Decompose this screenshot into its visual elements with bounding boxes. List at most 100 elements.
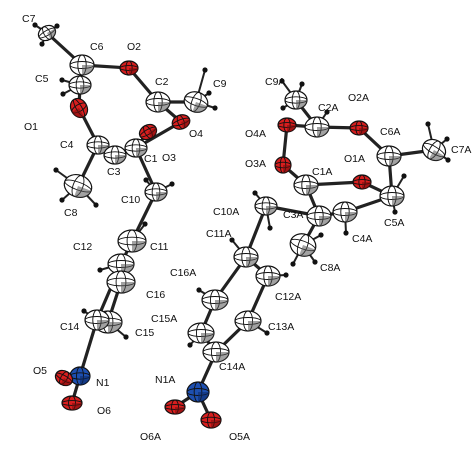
atom-O6A: [164, 399, 186, 415]
label-N1: N1: [96, 377, 110, 389]
hydrogen-atom: [81, 308, 87, 314]
label-C16: C16: [146, 289, 165, 301]
label-C15: C15: [135, 327, 154, 339]
label-C1: C1: [144, 153, 158, 165]
label-C12A: C12A: [275, 291, 301, 303]
label-O6A: O6A: [140, 431, 161, 443]
hydrogen-atom: [143, 177, 149, 183]
hydrogen-atom: [279, 78, 285, 84]
label-O2: O2: [127, 41, 141, 53]
label-C14: C14: [60, 321, 79, 333]
label-O2A: O2A: [348, 92, 369, 104]
label-O5: O5: [33, 365, 47, 377]
atom-C13A: [234, 310, 262, 332]
label-O3A: O3A: [245, 158, 266, 170]
hydrogen-atoms: [32, 22, 451, 348]
hydrogen-atom: [252, 190, 258, 196]
hydrogen-atom: [169, 181, 175, 187]
hydrogen-atom: [401, 173, 407, 179]
atom-C4A: [332, 201, 358, 223]
atom-O6: [61, 395, 83, 411]
atom-C14A: [202, 341, 230, 363]
hydrogen-atom: [39, 41, 45, 47]
label-C5: C5: [35, 73, 49, 85]
atom-O2A: [349, 120, 369, 136]
hydrogen-atom: [425, 121, 431, 127]
hydrogen-atom: [444, 136, 450, 142]
label-C6: C6: [90, 41, 104, 53]
hydrogen-atom: [392, 209, 398, 215]
hydrogen-atom: [343, 230, 349, 236]
label-C9A: C9A: [265, 76, 285, 88]
atom-O4A: [277, 117, 297, 133]
label-O4: O4: [189, 128, 203, 140]
atom-C16: [106, 270, 136, 294]
hydrogen-atom: [283, 272, 289, 278]
label-O1: O1: [24, 121, 38, 133]
hydrogen-atom: [60, 91, 66, 97]
label-N1A: N1A: [155, 374, 175, 386]
atom-O4: [171, 114, 191, 130]
atom-O5: [54, 369, 74, 387]
hydrogen-atom: [324, 109, 330, 115]
label-C4A: C4A: [352, 233, 372, 245]
hydrogen-atom: [206, 90, 212, 96]
hydrogen-atom: [267, 225, 273, 231]
atom-N1: [69, 366, 91, 386]
hydrogen-atom: [299, 81, 305, 87]
atom-C15A: [187, 322, 215, 344]
atom-C9A: [284, 90, 308, 110]
atom-C10A: [254, 196, 278, 216]
hydrogen-atom: [290, 261, 296, 267]
label-C10: C10: [121, 194, 140, 206]
atom-C1: [124, 138, 148, 158]
hydrogen-atom: [445, 157, 451, 163]
atom-O3A: [274, 156, 292, 174]
hydrogen-atom: [264, 330, 270, 336]
atom-O2: [119, 60, 139, 76]
atom-C16A: [201, 289, 229, 311]
label-C12: C12: [73, 241, 92, 253]
label-C2A: C2A: [318, 102, 338, 114]
hydrogen-atom: [196, 287, 202, 293]
atom-O5A: [200, 411, 222, 429]
label-C11: C11: [150, 241, 169, 253]
hydrogen-atom: [32, 22, 38, 28]
hydrogen-atom: [212, 105, 218, 111]
hydrogen-atom: [202, 67, 208, 73]
atom-C10: [144, 182, 168, 202]
label-O4A: O4A: [245, 128, 266, 140]
label-O1A: O1A: [344, 153, 365, 165]
atom-C6: [69, 54, 95, 76]
hydrogen-atom: [59, 77, 65, 83]
atom-C5A: [379, 185, 405, 207]
atom-C11A: [233, 246, 259, 268]
hydrogen-atom: [312, 259, 318, 265]
atom-C5: [68, 75, 92, 95]
atom-C6A: [376, 145, 402, 167]
hydrogen-bonds: [34, 24, 449, 346]
atom-C3A: [306, 205, 332, 227]
atom-C12A: [255, 265, 281, 287]
hydrogen-atom: [53, 167, 59, 173]
label-C7A: C7A: [451, 144, 471, 156]
atom-C9: [183, 91, 209, 113]
hydrogen-atom: [59, 197, 65, 203]
label-C11A: C11A: [206, 228, 232, 240]
atom-O3: [138, 123, 158, 141]
atom-O1A: [352, 174, 372, 190]
atom-C1A: [293, 174, 319, 196]
label-C8: C8: [64, 207, 78, 219]
hydrogen-atom: [187, 342, 193, 348]
hydrogen-atom: [123, 334, 129, 340]
label-O5A: O5A: [229, 431, 250, 443]
hydrogen-atom: [318, 232, 324, 238]
label-C14A: C14A: [219, 361, 245, 373]
label-C13A: C13A: [268, 321, 294, 333]
atom-C7A: [421, 138, 447, 162]
hydrogen-atom: [97, 267, 103, 273]
atom-C4: [86, 135, 110, 155]
hydrogen-atom: [229, 237, 235, 243]
